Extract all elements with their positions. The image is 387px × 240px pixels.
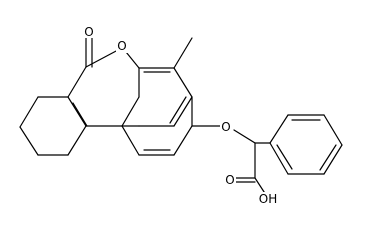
bond (169, 96, 187, 124)
bond (173, 37, 193, 69)
bond (269, 114, 289, 144)
bond (173, 125, 193, 156)
bond (67, 125, 87, 156)
atom-label: O (221, 120, 230, 134)
bond (173, 96, 193, 127)
bond (323, 144, 343, 175)
bond (319, 144, 337, 171)
atom-o-ether: O (220, 120, 232, 134)
atom-o-hydroxyl: OH (258, 192, 280, 206)
bond (121, 96, 140, 127)
atom-o-carbonyl: O (83, 24, 95, 39)
atom-label: O (117, 39, 126, 53)
bond (19, 96, 39, 128)
atom-labels: O O O OH O (83, 24, 280, 206)
bond (121, 125, 140, 156)
bond (323, 114, 343, 146)
bond (19, 126, 39, 156)
atom-o-acid-carbonyl: O (224, 173, 236, 187)
atom-label: O (84, 25, 93, 39)
atom-o-ring: O (116, 39, 128, 53)
bond (72, 102, 88, 127)
bond (269, 142, 289, 175)
bond (125, 51, 140, 69)
bond (67, 66, 87, 98)
bond (173, 67, 193, 98)
bond (67, 96, 87, 127)
molecule-structure-diagram: O O O OH O (19, 24, 343, 206)
bonds (19, 34, 343, 199)
bond (233, 129, 256, 144)
bond (85, 49, 119, 68)
atom-label: OH (259, 192, 277, 206)
atom-label: O (225, 173, 234, 187)
bond (276, 144, 293, 170)
